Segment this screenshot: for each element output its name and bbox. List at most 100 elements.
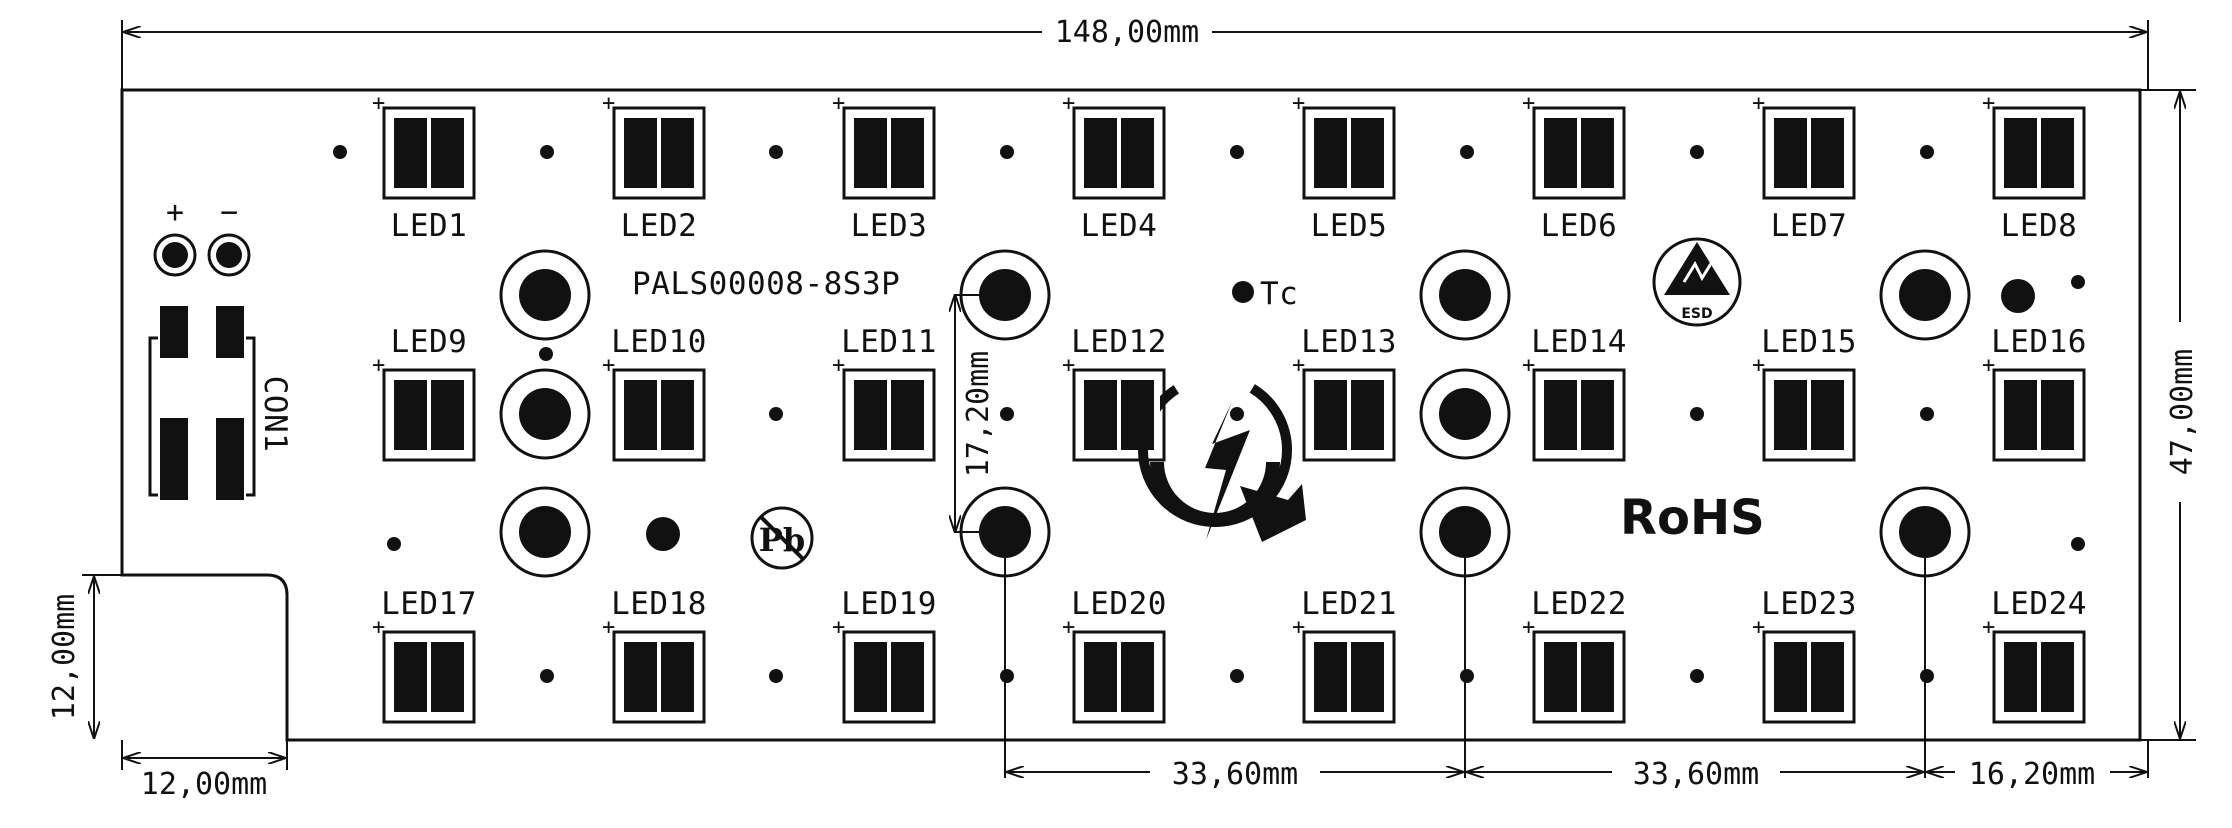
- tc-point-icon: [1232, 281, 1254, 303]
- dimension-notch-width-label: 12,00mm: [141, 767, 267, 802]
- lead-free-icon: Pb: [750, 506, 814, 570]
- led-polarity-mark: +: [1062, 615, 1075, 640]
- part-number: PALS00008-8S3P: [632, 266, 900, 302]
- led-label: LED16: [1991, 324, 2087, 360]
- led-polarity-mark: +: [602, 353, 615, 378]
- mounting-hole: [499, 249, 591, 341]
- via-dot: [1920, 145, 1934, 159]
- fiducial-dot: [646, 517, 680, 551]
- board-outline: [120, 88, 2142, 742]
- via-dot: [769, 669, 783, 683]
- led-footprint: +LED13: [1292, 324, 1396, 462]
- dimension-overall-height-label: 47,00mm: [2165, 349, 2200, 475]
- via-dot: [387, 537, 401, 551]
- dimension-hole-pitch-1-label: 33,60mm: [1172, 757, 1298, 792]
- via-dot: [1000, 669, 1014, 683]
- dimension-hole-pitch-vertical-label: 17,20mm: [961, 351, 996, 477]
- mounting-holes: [499, 249, 1971, 578]
- led-label: LED2: [621, 208, 698, 244]
- esd-label: ESD: [1681, 306, 1712, 322]
- led-label: LED4: [1081, 208, 1158, 244]
- led-footprint: +LED23: [1752, 586, 1857, 724]
- esd-warning-icon: ESD: [1652, 237, 1742, 327]
- led-label: LED24: [1991, 586, 2087, 622]
- led-footprint: +LED19: [832, 586, 937, 724]
- dimension-notch-height: 12,00mm: [47, 574, 122, 738]
- led-polarity-mark: +: [1062, 353, 1075, 378]
- led-footprint: +LED21: [1292, 586, 1397, 724]
- led-polarity-mark: +: [832, 91, 845, 116]
- led-label: LED18: [611, 586, 707, 622]
- connector-pin-plus: [153, 233, 197, 277]
- led-polarity-mark: +: [372, 91, 385, 116]
- led-footprint: +LED12: [1062, 324, 1167, 462]
- mounting-hole: [499, 486, 591, 578]
- dimension-notch-height-label: 12,00mm: [47, 594, 82, 720]
- led-label: LED21: [1301, 586, 1397, 622]
- via-dot: [540, 669, 554, 683]
- company-logo-icon: [1138, 373, 1306, 542]
- led-polarity-mark: +: [1522, 353, 1535, 378]
- led-footprint: + LED8: [1982, 91, 2086, 244]
- led-polarity-mark: +: [602, 615, 615, 640]
- led-polarity-mark: +: [1752, 91, 1765, 116]
- via-dot: [540, 145, 554, 159]
- led-polarity-mark: +: [832, 353, 845, 378]
- led-polarity-mark: +: [1982, 353, 1995, 378]
- led-label: LED12: [1071, 324, 1167, 360]
- led-label: LED17: [381, 586, 477, 622]
- led-label: LED23: [1761, 586, 1857, 622]
- via-dot: [1460, 145, 1474, 159]
- led-footprint: +LED24: [1982, 586, 2087, 724]
- led-footprint: + LED1: [372, 91, 476, 244]
- led-label: LED1: [391, 208, 468, 244]
- mounting-hole: [1419, 249, 1511, 341]
- led-label: LED14: [1531, 324, 1627, 360]
- led-footprint: +LED14: [1522, 324, 1627, 462]
- dimension-bottom-pitches: 33,60mm 33,60mm 16,20mm: [1004, 532, 2149, 792]
- via-dot: [1920, 669, 1934, 683]
- led-footprint: +LED3: [832, 91, 936, 244]
- dimension-overall-height: 47,00mm: [2140, 89, 2200, 741]
- led-polarity-mark: +: [1292, 353, 1305, 378]
- led-footprint: +LED20: [1062, 586, 1167, 724]
- led-polarity-mark: +: [1522, 91, 1535, 116]
- via-dot: [769, 145, 783, 159]
- led-footprint: +LED10: [602, 324, 707, 462]
- led-footprint: +LED6: [1522, 91, 1626, 244]
- led-polarity-mark: +: [1292, 91, 1305, 116]
- mounting-hole: [499, 368, 591, 460]
- connector-pin-minus: [207, 233, 251, 277]
- led-label: LED7: [1771, 208, 1848, 244]
- led-polarity-mark: +: [602, 91, 615, 116]
- dimension-notch-width: 12,00mm: [121, 740, 288, 802]
- led-label: LED19: [841, 586, 937, 622]
- dimension-edge-offset-label: 16,20mm: [1969, 757, 2095, 792]
- via-dot: [539, 347, 553, 361]
- vias: [333, 145, 2085, 683]
- led-polarity-mark: +: [372, 353, 385, 378]
- mounting-hole: [1419, 486, 1511, 578]
- led-label: LED11: [841, 324, 937, 360]
- led-polarity-mark: +: [1982, 91, 1995, 116]
- via-dot: [1230, 145, 1244, 159]
- led-footprint: + LED4: [1062, 91, 1166, 244]
- via-dot: [1690, 407, 1704, 421]
- mounting-hole: [1419, 368, 1511, 460]
- dimension-hole-pitch-2-label: 33,60mm: [1633, 757, 1759, 792]
- connector-plus-label: +: [166, 195, 184, 230]
- mounting-hole: [959, 249, 1051, 341]
- connector-minus-label: −: [220, 195, 238, 230]
- led-label: LED8: [2001, 208, 2078, 244]
- led-footprint: + LED2: [602, 91, 706, 244]
- led-label: LED20: [1071, 586, 1167, 622]
- led-label: LED10: [611, 324, 707, 360]
- mounting-hole: [1879, 249, 1971, 341]
- led-polarity-mark: +: [1062, 91, 1075, 116]
- mounting-hole: [959, 486, 1051, 578]
- rohs-mark: RoHS: [1620, 490, 1765, 546]
- led-footprint: +LED9: [372, 324, 476, 462]
- via-dot: [1460, 669, 1474, 683]
- via-dot: [1230, 669, 1244, 683]
